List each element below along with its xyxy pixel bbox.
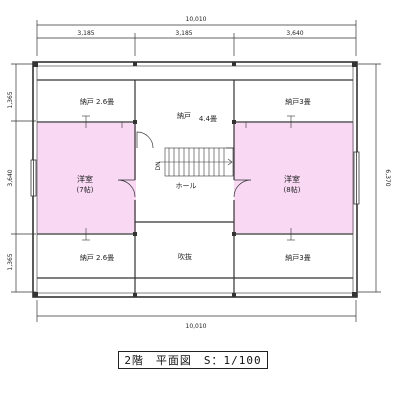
room-storage-top-left: 納戸 2.6畳 <box>80 97 114 106</box>
room-hall: ホール <box>176 182 197 190</box>
dim-top-seg-1: 3,185 <box>77 30 94 37</box>
dimension-left <box>11 63 36 293</box>
western-room-right-fill <box>234 123 354 233</box>
room-western-right-size: (8帖) <box>284 185 301 194</box>
dim-right-total: 6,370 <box>384 169 391 186</box>
room-storage-bottom-left: 納戸 2.6畳 <box>80 253 114 262</box>
room-western-left-size: (7帖) <box>77 185 94 194</box>
room-void: 吹抜 <box>178 252 192 261</box>
western-room-left-fill <box>37 123 136 233</box>
dim-left-seg-3: 1,365 <box>7 253 14 270</box>
room-storage-bottom-right: 納戸3畳 <box>285 253 310 262</box>
dim-top-seg-3: 3,640 <box>286 30 303 37</box>
marks <box>82 115 295 241</box>
columns <box>33 62 357 297</box>
room-storage-top-right: 納戸3畳 <box>285 97 310 106</box>
room-storage-top-center-name: 納戸 <box>177 111 191 120</box>
dim-top-seg-2: 3,185 <box>175 30 192 37</box>
staircase <box>159 147 234 177</box>
room-western-left-name: 洋室 <box>77 174 93 184</box>
dimension-top <box>36 20 357 56</box>
dim-bottom-total: 10,010 <box>186 323 207 330</box>
dimension-right <box>358 63 381 293</box>
stair-mark: DN <box>155 161 162 170</box>
dim-left-seg-2: 3,640 <box>7 169 14 186</box>
room-western-right-name: 洋室 <box>284 174 300 184</box>
dimension-bottom <box>36 300 357 322</box>
dim-top-total: 10,010 <box>186 16 207 23</box>
windows <box>30 151 360 205</box>
room-storage-top-center-size: 4.4畳 <box>199 115 217 123</box>
drawing-title: 2階 平面図 S：1/100 <box>118 351 268 369</box>
dim-left-seg-1: 1,365 <box>7 91 14 108</box>
